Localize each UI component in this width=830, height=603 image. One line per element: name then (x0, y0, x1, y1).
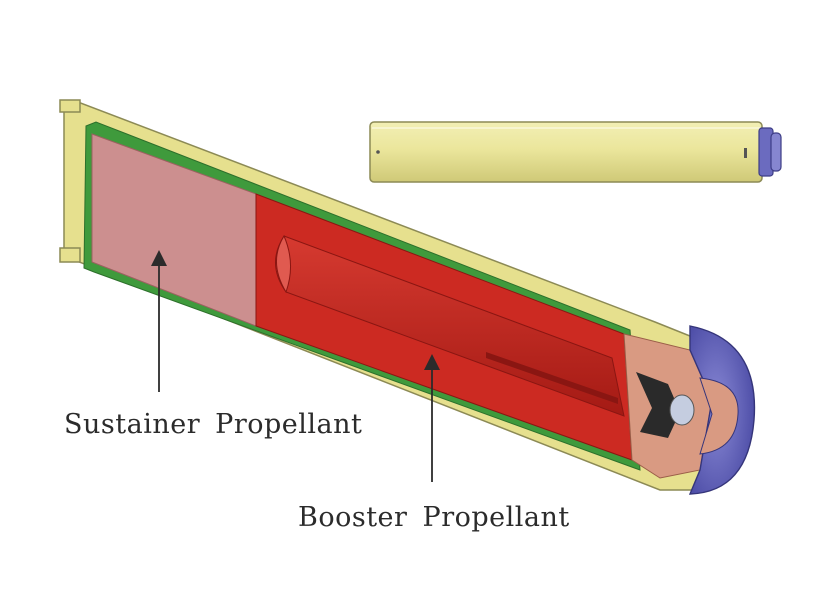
sustainer-propellant-label: Sustainer Propellant (64, 409, 363, 440)
external-tube (369, 121, 763, 183)
callout-arrows (151, 250, 440, 482)
motor-cutaway (59, 99, 756, 495)
forward-lug-top (59, 99, 81, 113)
external-port-dot (376, 150, 380, 154)
booster-propellant-label: Booster Propellant (298, 502, 570, 533)
forward-lug-bottom (59, 247, 81, 263)
motor-external-view (369, 121, 782, 183)
sustainer-arrow-head (151, 250, 167, 266)
booster-bore-end (276, 234, 291, 294)
booster-slot (486, 352, 618, 404)
booster-arrow-head (424, 354, 440, 370)
nozzle-throat (636, 372, 680, 438)
external-slot (744, 148, 747, 158)
external-nozzle-tip (770, 132, 782, 172)
nozzle-exit-cone (699, 377, 739, 455)
burst-disc (669, 394, 695, 426)
